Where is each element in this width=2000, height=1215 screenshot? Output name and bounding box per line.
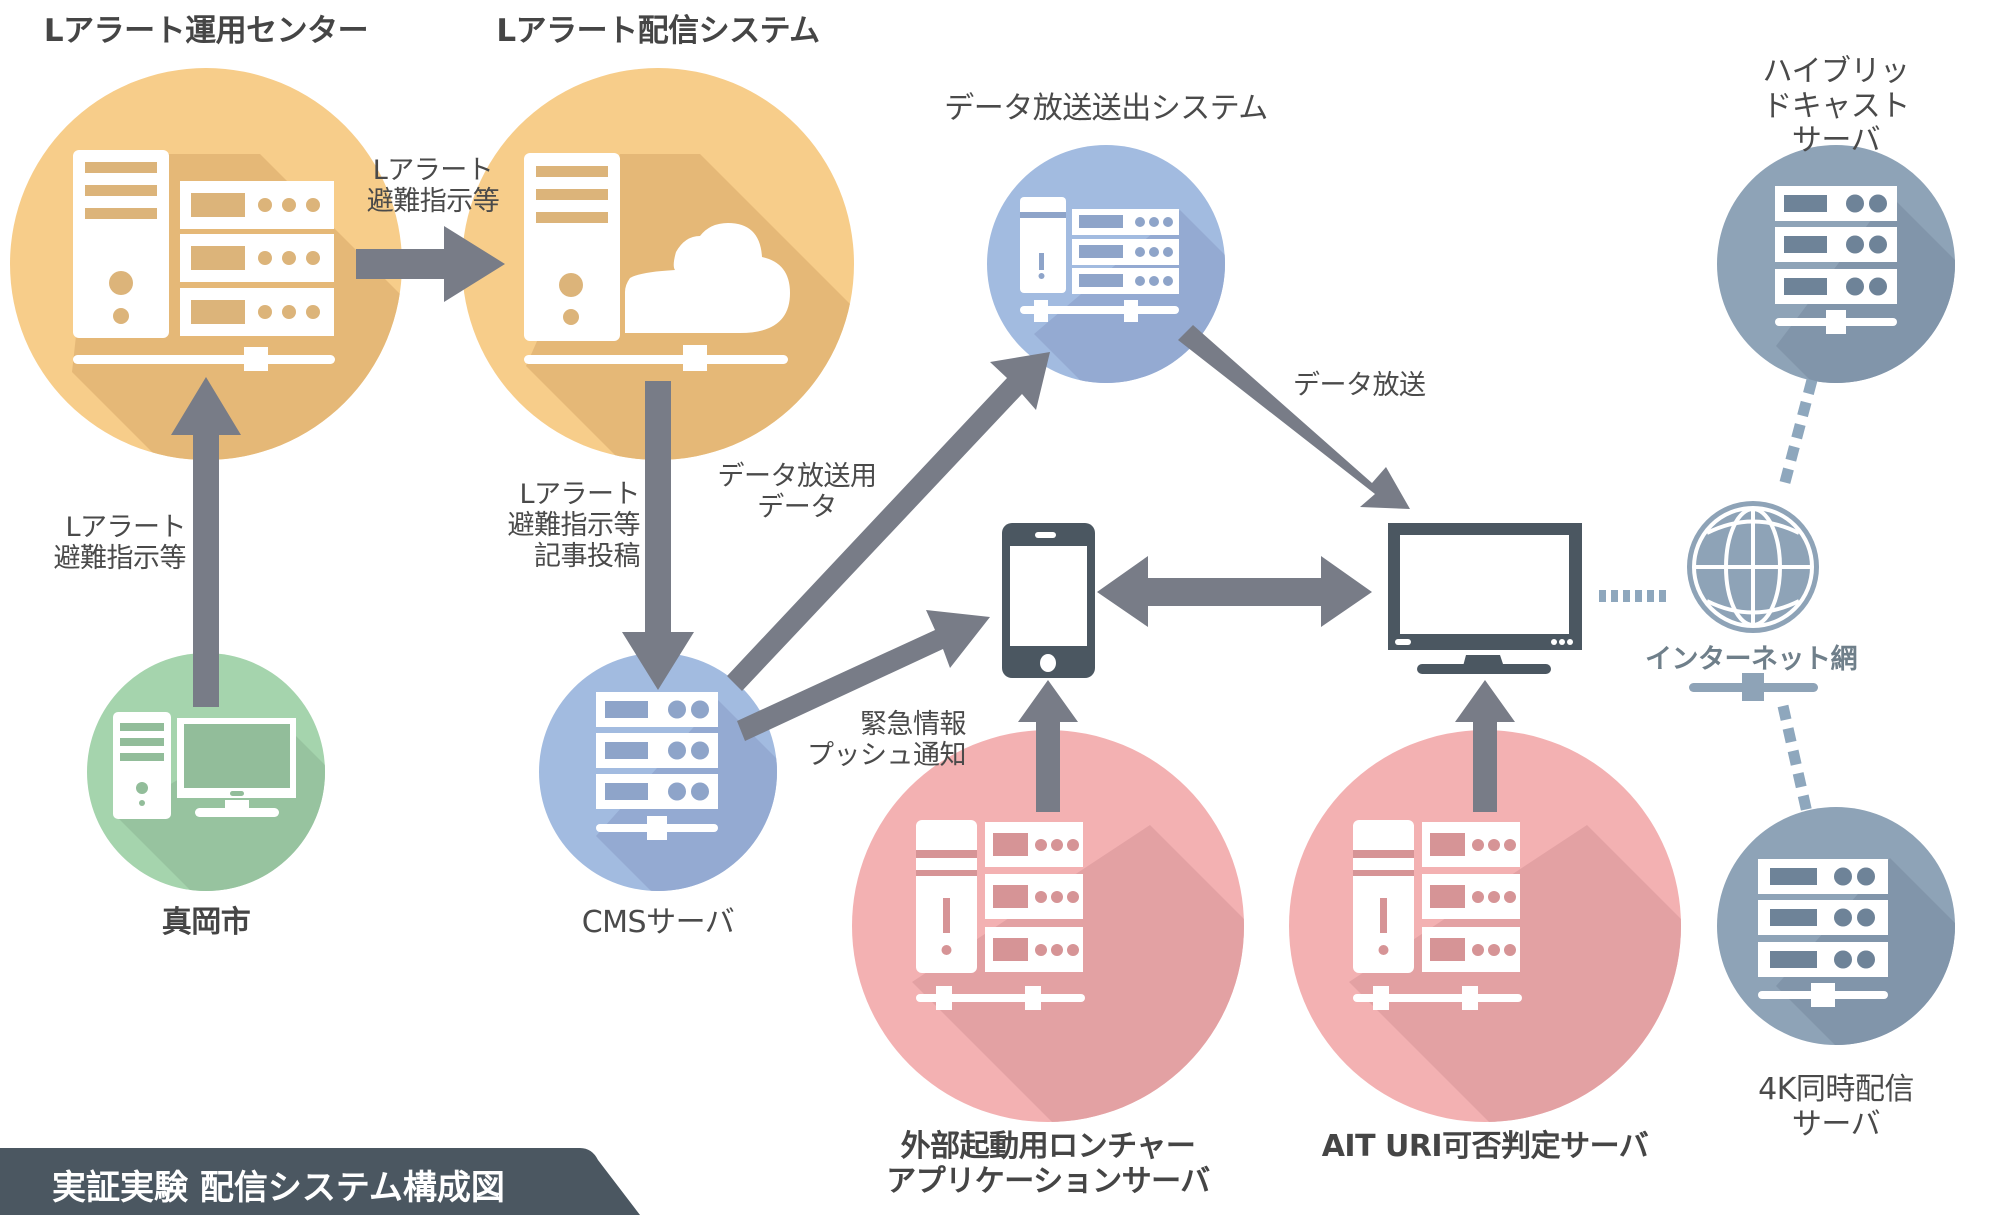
desktop-computer-icon [113, 712, 296, 819]
node-label-alert-delivery: Lアラート配信システム [496, 13, 820, 49]
edge-label-moka-to-alert-center: Lアラート 避難指示等 [53, 512, 187, 575]
arrow-diagonal-icon [727, 352, 1050, 691]
edge-hybridcast-to-internet [1778, 378, 1818, 488]
smartphone-icon [1002, 523, 1095, 678]
long-shadow [526, 154, 854, 460]
edge-ait-to-tv [1455, 680, 1515, 812]
arrow-up-icon [1455, 680, 1515, 812]
double-arrow-icon [1097, 556, 1372, 627]
edge-moka-to-alert-center [171, 377, 241, 707]
edge-label-delivery-to-cms: Lアラート 避難指示等 記事投稿 [507, 479, 641, 573]
node-label-4k-server: 4K同時配信 サーバ [1758, 1072, 1914, 1142]
server-cloud-icon [524, 153, 790, 371]
arrow-up-icon [171, 377, 241, 707]
server-rack-icon [596, 692, 718, 840]
node-label-moka-city: 真岡市 [161, 905, 251, 940]
edge-launcher-to-smartphone [1018, 680, 1078, 812]
edge-label-cms-to-data-broadcast: データ放送用 データ [717, 461, 878, 524]
node-label-internet: インターネット網 [1645, 644, 1858, 675]
arrow-diagonal-icon [737, 610, 990, 741]
arrow-up-icon [1018, 680, 1078, 812]
edge-label-alert-center-to-delivery: Lアラート 避難指示等 [366, 155, 500, 218]
edge-data-broadcast-to-tv [1178, 325, 1410, 509]
network-connector-icon [1689, 673, 1818, 701]
cloud-icon [625, 223, 790, 333]
node-label-cms-server: CMSサーバ [581, 905, 735, 940]
server-tower-rack-icon [916, 820, 1085, 1010]
server-rack-icon [1775, 186, 1897, 334]
server-tower-rack-icon [1353, 820, 1522, 1010]
edge-internet-to-4k [1777, 704, 1814, 819]
television-icon [1388, 523, 1582, 674]
long-shadow [912, 825, 1244, 1122]
node-label-ait-uri-server: AIT URI可否判定サーバ [1321, 1129, 1649, 1164]
caption-banner-bg [0, 1148, 640, 1215]
node-label-launcher-app-server: 外部起動用ロンチャー アプリケーションサーバ [886, 1129, 1210, 1199]
server-tower-rack-icon [1020, 197, 1179, 322]
edge-label-cms-to-smartphone: 緊急情報 プッシュ通知 [807, 709, 967, 772]
edge-smartphone-tv-bidirectional [1097, 556, 1372, 627]
node-label-data-broadcast-tx: データ放送送出システム [944, 91, 1268, 126]
server-rack-icon [1758, 859, 1888, 1007]
edge-cms-to-smartphone [737, 610, 990, 741]
edge-delivery-to-cms [622, 381, 694, 690]
arrow-right-icon [356, 226, 505, 302]
long-shadow [1349, 825, 1681, 1122]
node-label-alert-center: Lアラート運用センター [43, 13, 369, 49]
edge-cms-to-data-broadcast [727, 352, 1050, 691]
diagram-title: 実証実験 配信システム構成図 [52, 1168, 505, 1208]
long-shadow [72, 154, 402, 460]
globe-icon [1687, 501, 1819, 633]
edge-alert-center-to-delivery [356, 226, 505, 302]
edge-label-data-broadcast-to-tv: データ放送 [1293, 370, 1426, 401]
server-tower-rack-icon [73, 150, 335, 371]
node-label-hybridcast-server: ハイブリッドキャスト サーバ [1762, 54, 1910, 158]
arrow-down-icon [622, 381, 694, 690]
arrow-diagonal-icon [1178, 325, 1410, 509]
